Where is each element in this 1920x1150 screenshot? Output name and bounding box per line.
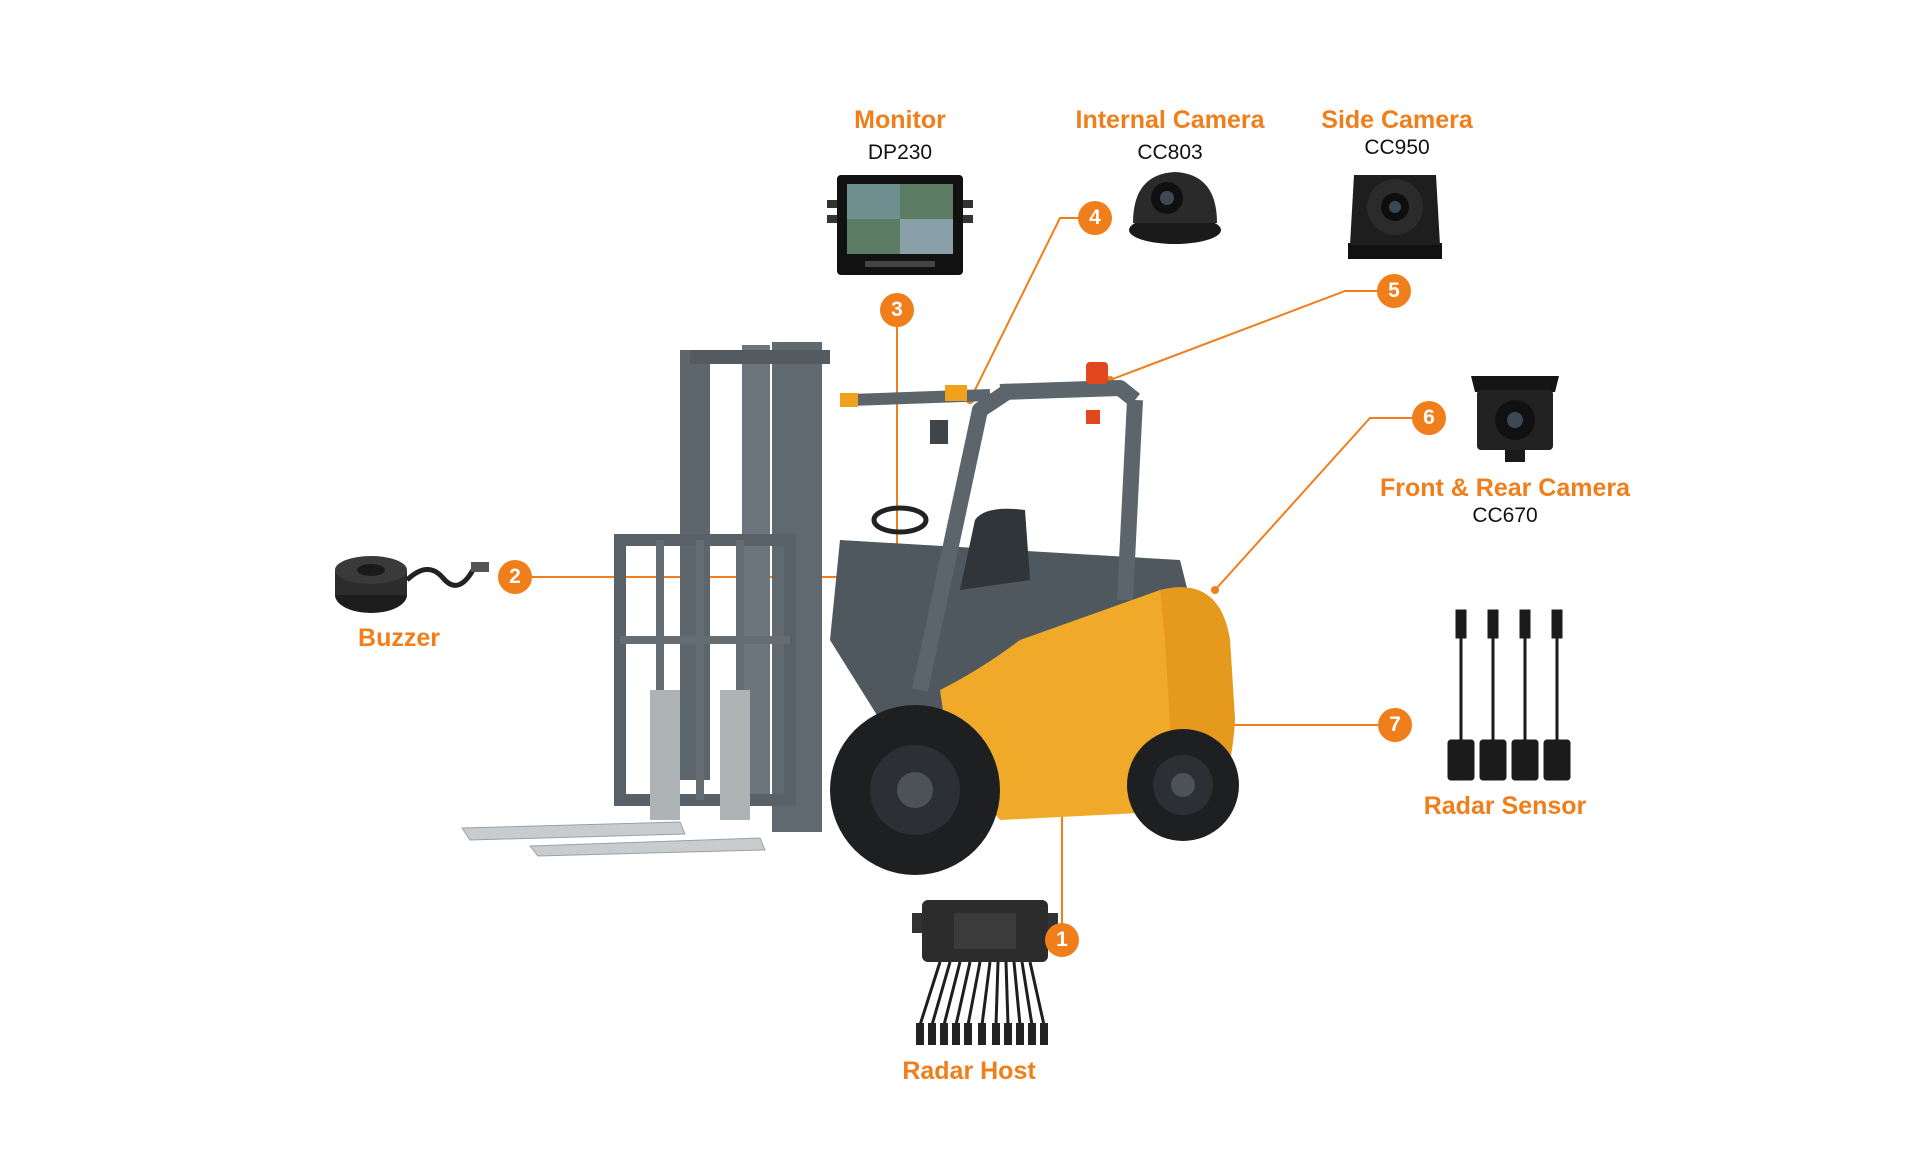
mast-right: [772, 342, 822, 832]
badge-6: 6: [1412, 401, 1446, 435]
model-monitor: DP230: [867, 141, 933, 164]
label-monitor: Monitor: [854, 106, 946, 134]
badge-4: 4: [1078, 201, 1112, 235]
monitor-icon: [827, 175, 973, 275]
label-radar-host: Radar Host: [902, 1057, 1036, 1085]
label-internal-camera: Internal Camera: [1075, 106, 1265, 134]
fork-upper: [461, 821, 686, 841]
fork-lower: [528, 837, 766, 857]
label-buzzer: Buzzer: [358, 624, 440, 652]
badge-3: 3: [880, 293, 914, 327]
side-camera-icon: [1348, 175, 1442, 259]
mast-left: [680, 350, 710, 780]
radar-host-icon: [912, 900, 1058, 1045]
seat: [960, 508, 1030, 590]
badge-7: 7: [1378, 708, 1412, 742]
connector-6: [1214, 417, 1429, 591]
badge-5: 5: [1377, 274, 1411, 308]
overhead-guard-rear: [1117, 399, 1143, 601]
label-front-rear-camera: Front & Rear Camera: [1379, 474, 1631, 502]
badge-2: 2: [498, 560, 532, 594]
model-front-rear-camera: CC670: [1472, 504, 1538, 527]
overhead-guard-front: [912, 383, 1015, 692]
dome-camera-icon: [1129, 172, 1221, 244]
label-radar-sensor: Radar Sensor: [1423, 792, 1587, 820]
badge-1: 1: [1045, 923, 1079, 957]
radar-sensor-icon: [1447, 609, 1571, 781]
beacon-light: [1086, 362, 1108, 384]
label-side-camera: Side Camera: [1321, 106, 1473, 134]
model-side-camera: CC950: [1364, 136, 1430, 159]
overhead-guard-top: [999, 380, 1140, 407]
buzzer-icon: [335, 556, 489, 613]
rear-wheel: [1127, 729, 1239, 841]
front-wheel: [830, 705, 1000, 875]
fork-carriage: [614, 534, 796, 806]
model-internal-camera: CC803: [1137, 141, 1203, 164]
rear-camera-icon: [1471, 376, 1559, 462]
